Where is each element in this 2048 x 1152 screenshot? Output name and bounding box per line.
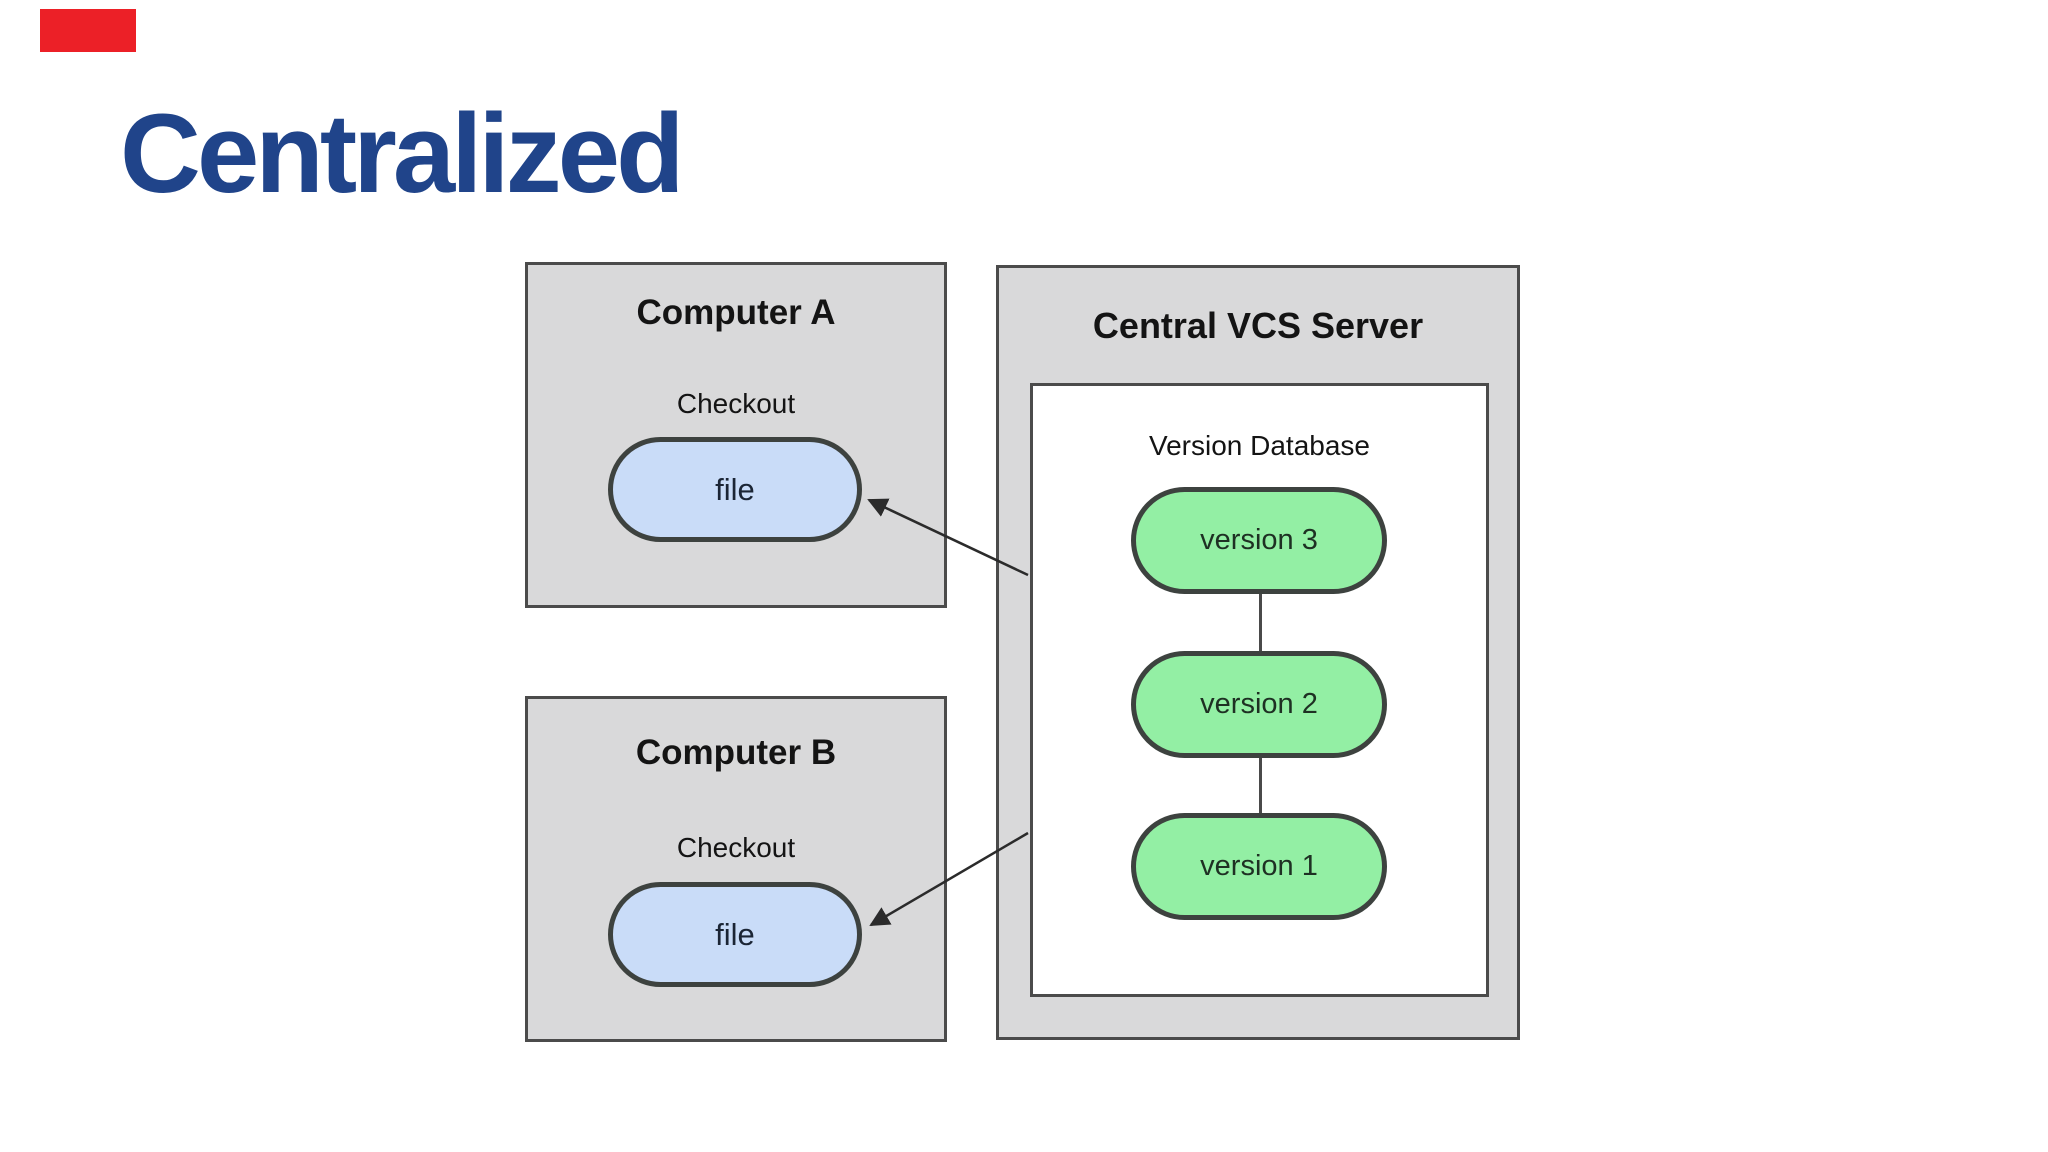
computer-a-checkout-label: Checkout bbox=[676, 388, 796, 419]
version-database-box: Version Database version 3 version 2 ver… bbox=[1030, 383, 1489, 997]
version-database-label: Version Database bbox=[1148, 430, 1371, 461]
version-2-label: version 2 bbox=[1200, 688, 1318, 720]
computer-b-checkout-label: Checkout bbox=[676, 832, 796, 863]
version-3-label: version 3 bbox=[1200, 524, 1318, 556]
computer-b-file-label: file bbox=[715, 917, 755, 952]
computer-b-box: Computer B Checkout file bbox=[525, 696, 947, 1042]
red-marker bbox=[40, 9, 136, 52]
computer-a-title: Computer A bbox=[636, 293, 836, 332]
version-2-node: version 2 bbox=[1131, 651, 1387, 758]
computer-b-file-node: file bbox=[608, 882, 862, 987]
central-vcs-server-title: Central VCS Server bbox=[1092, 305, 1424, 346]
computer-a-file-node: file bbox=[608, 437, 862, 542]
computer-b-title: Computer B bbox=[635, 733, 837, 772]
connector-line-v3-v2 bbox=[1259, 594, 1262, 654]
computer-a-box: Computer A Checkout file bbox=[525, 262, 947, 608]
version-3-node: version 3 bbox=[1131, 487, 1387, 594]
version-1-node: version 1 bbox=[1131, 813, 1387, 920]
central-vcs-server-box: Central VCS Server Version Database vers… bbox=[996, 265, 1520, 1040]
version-1-label: version 1 bbox=[1200, 850, 1318, 882]
slide-title: Centralized bbox=[120, 91, 684, 216]
computer-a-file-label: file bbox=[715, 472, 755, 507]
connector-line-v2-v1 bbox=[1259, 758, 1262, 816]
